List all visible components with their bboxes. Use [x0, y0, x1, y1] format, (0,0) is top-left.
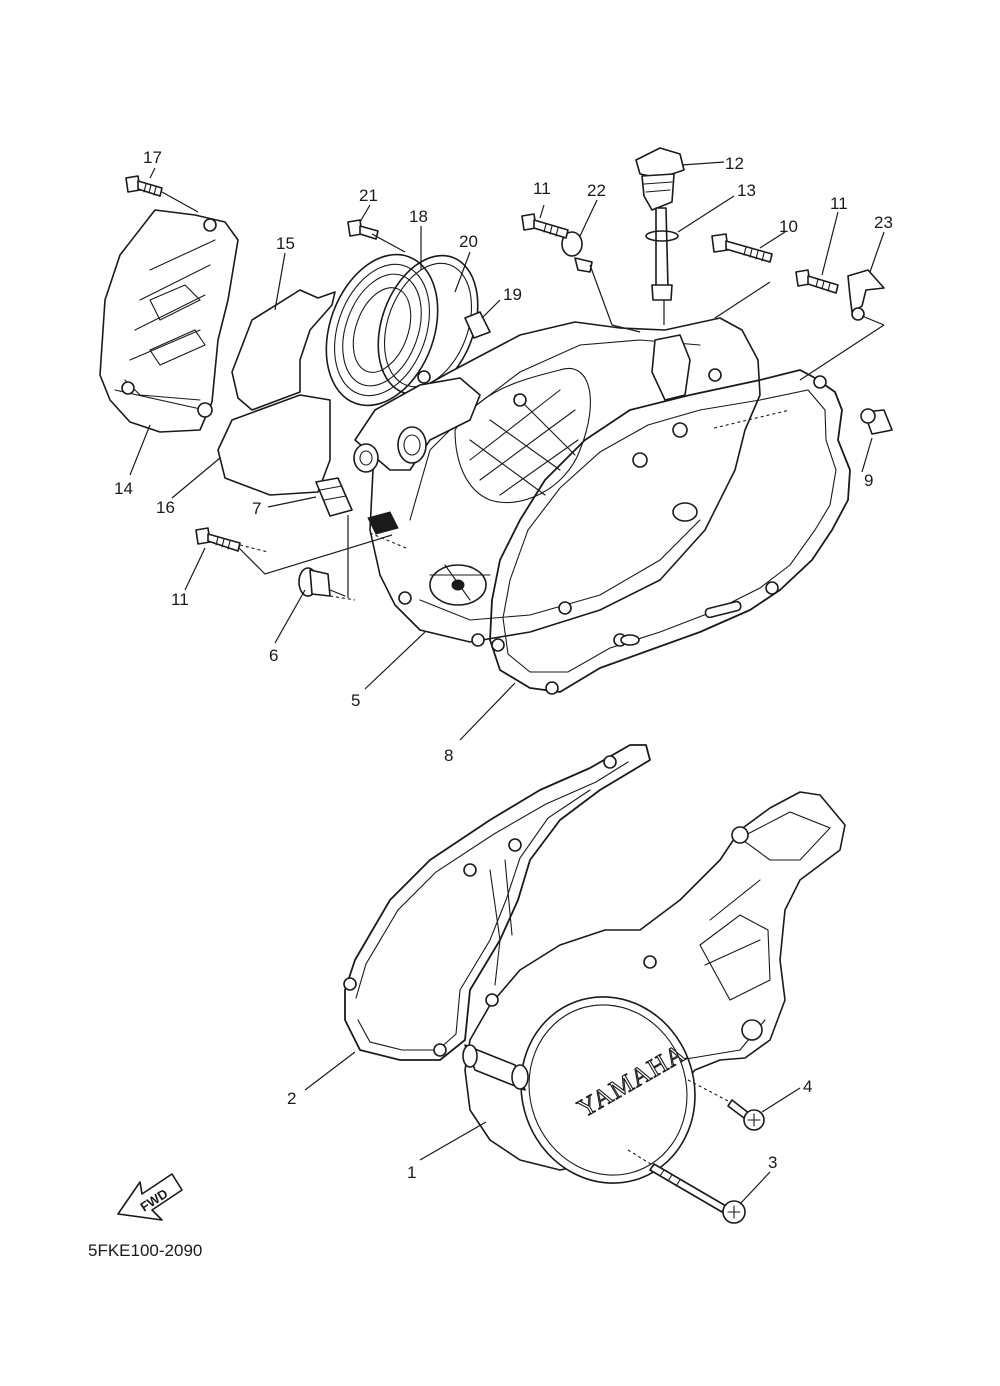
- assembly-guide-lines-lower: [627, 1079, 731, 1167]
- callout-15: 15: [276, 234, 295, 253]
- part-11-bolt-right: [795, 269, 839, 294]
- callout-13: 13: [737, 181, 756, 200]
- drawing-code: 5FKE100-2090: [88, 1241, 202, 1260]
- forward-direction-arrow: FWD: [117, 1173, 183, 1221]
- assembly-guide-lines-upper: [237, 233, 885, 601]
- part-11-bolt-left: [195, 527, 241, 552]
- part-15-gasket: [231, 289, 336, 411]
- part-21-bolt: [347, 219, 379, 240]
- callout-19: 19: [503, 285, 522, 304]
- callout-2: 2: [287, 1089, 296, 1108]
- callout-23: 23: [874, 213, 893, 232]
- part-10-bolt: [711, 233, 773, 263]
- callout-10: 10: [779, 217, 798, 236]
- part-1-crankcase-cover: YAMAHA: [462, 791, 846, 1184]
- part-9-damper: [860, 408, 893, 435]
- callout-12: 12: [725, 154, 744, 173]
- callout-22: 22: [587, 181, 606, 200]
- part-16-gasket: [217, 394, 331, 496]
- part-7-seals: [315, 477, 399, 535]
- callout-11-mid: 11: [533, 179, 551, 198]
- callout-14: 14: [114, 479, 133, 498]
- part-17-screw: [125, 175, 199, 213]
- part-11-bolt-mid: [521, 213, 569, 239]
- callout-1: 1: [407, 1163, 416, 1182]
- callout-17: 17: [143, 148, 162, 167]
- callout-16: 16: [156, 498, 175, 517]
- part-18-filter-element: [325, 253, 439, 407]
- callout-4: 4: [803, 1077, 812, 1096]
- part-6-plug: [298, 567, 346, 597]
- callout-20: 20: [459, 232, 478, 251]
- part-12-dipstick: [635, 147, 685, 301]
- callout-5: 5: [351, 691, 360, 710]
- callout-21: 21: [359, 186, 378, 205]
- part-13-o-ring: [645, 230, 679, 242]
- part-8-cover-gasket: [489, 369, 851, 695]
- part-14-sprocket-cover: [99, 209, 239, 433]
- part-5-crankcase-cover: [353, 317, 761, 647]
- callout-11-right: 11: [830, 194, 848, 213]
- callout-leader-lines: [129, 161, 885, 1205]
- callout-8: 8: [444, 746, 453, 765]
- callout-18: 18: [409, 207, 428, 226]
- part-4-screw: [727, 1099, 765, 1131]
- callout-6: 6: [269, 646, 278, 665]
- callout-9: 9: [864, 471, 873, 490]
- callout-3: 3: [768, 1153, 777, 1172]
- part-19-pin: [464, 311, 491, 339]
- part-23-bracket: [847, 269, 885, 321]
- callout-7: 7: [252, 499, 261, 518]
- callout-11-left: 11: [171, 590, 189, 609]
- part-3-screw: [649, 1163, 746, 1224]
- callout-labels: 1 2 3 4 5 6 7 8 9 10 11 11 11 12 13 14 1…: [114, 148, 893, 1182]
- part-2-gasket: [343, 744, 651, 1061]
- part-20-o-ring: [377, 254, 479, 396]
- part-22-clip: [561, 231, 593, 273]
